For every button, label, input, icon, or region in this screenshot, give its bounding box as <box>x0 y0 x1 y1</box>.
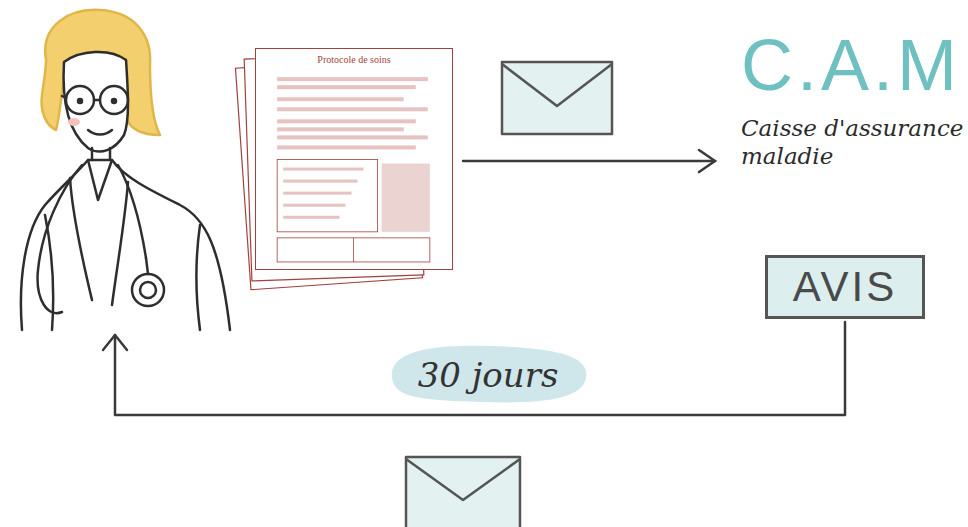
node-title: Protocole de soins <box>256 54 452 65</box>
envelope-icon <box>502 62 612 134</box>
doctor-figure <box>21 10 230 330</box>
node-title: C.A.M <box>741 28 968 104</box>
delay-label: 30 jours <box>418 355 559 395</box>
node-subtitle: Caisse d'assurance maladie <box>741 114 968 172</box>
flow-arrow <box>463 150 715 172</box>
form-document: Protocole de soins <box>255 48 453 270</box>
avis-box: AVIS <box>765 255 925 319</box>
return-line <box>103 322 845 415</box>
form-lines <box>256 49 452 269</box>
label-blob <box>392 346 587 403</box>
node-title: AVIS <box>793 263 898 311</box>
envelope-icon <box>406 457 520 527</box>
organisation-name: C.A.M Caisse d'assurance maladie <box>727 28 968 171</box>
